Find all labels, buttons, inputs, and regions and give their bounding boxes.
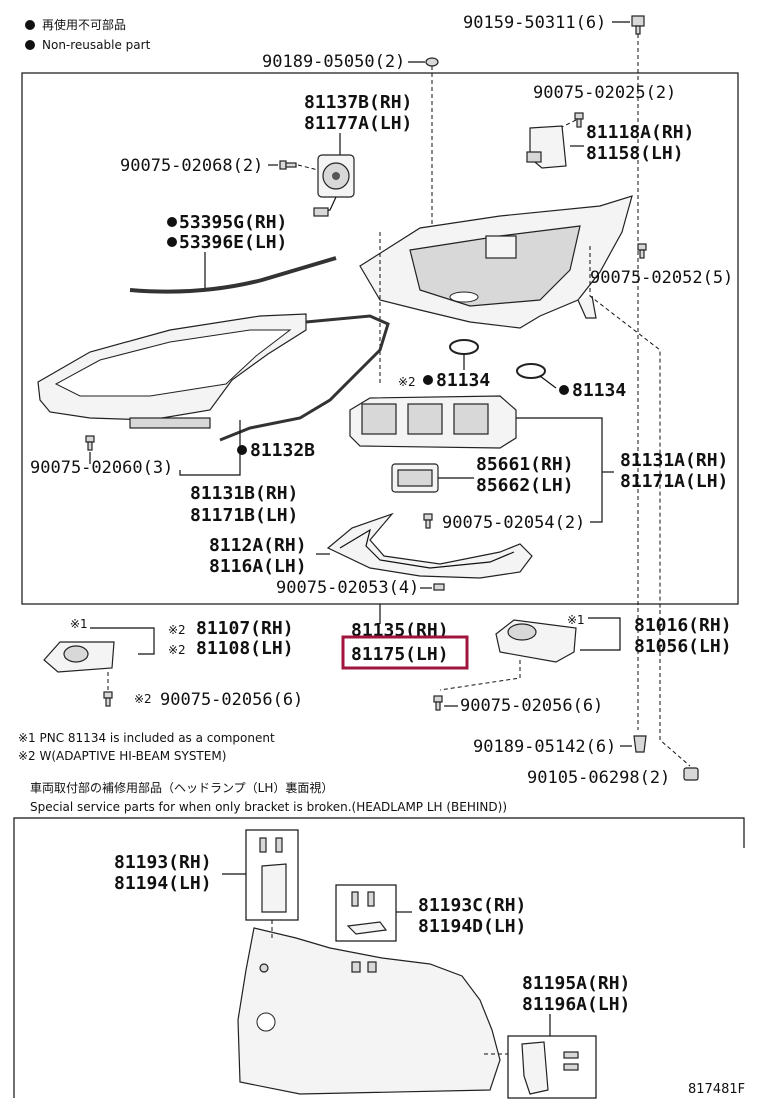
label-85661: 85661(RH)	[476, 454, 574, 475]
screw-icon	[423, 513, 433, 529]
label-90075-02052: 90075-02052(5)	[590, 268, 733, 288]
label-81108-prefix: ※2	[168, 643, 186, 657]
screw-icon	[574, 112, 584, 128]
nonreusable-dot-icon	[167, 237, 177, 247]
label-81193C: 81193C(RH)	[418, 895, 526, 916]
nut-icon	[683, 767, 699, 781]
bracket-part	[526, 125, 567, 169]
service-note-en: Special service parts for when only brac…	[30, 800, 507, 814]
bracket-part	[521, 1041, 579, 1095]
label-81177A: 81177A(LH)	[304, 113, 412, 134]
label-90075-02060: 90075-02060(3)	[30, 458, 173, 478]
label-81193: 81193(RH)	[114, 852, 212, 873]
nonreusable-dot-icon	[423, 375, 433, 385]
label-81016: 81016(RH)	[634, 615, 732, 636]
label-81118A: 81118A(RH)	[586, 122, 694, 143]
label-81195A: 81195A(RH)	[522, 973, 630, 994]
label-81108: 81108(LH)	[196, 638, 294, 659]
headlamp-lens-part	[37, 313, 390, 442]
label-x1-left: ※1	[70, 617, 88, 631]
label-90105-06298: 90105-06298(2)	[527, 768, 670, 788]
label-81196A: 81196A(LH)	[522, 994, 630, 1015]
nonreusable-dot-icon	[25, 40, 35, 50]
clip-icon	[425, 57, 439, 67]
service-note-jp: 車両取付部の補修用部品（ヘッドランプ（LH）裏面視）	[30, 780, 333, 795]
label-90159-50311: 90159-50311(6)	[463, 13, 606, 33]
projector-unit-part	[349, 395, 517, 449]
label-90075-02056-left: 90075-02056(6)	[160, 690, 303, 710]
nonreusable-dot-icon	[167, 217, 177, 227]
headlamp-housing-part	[359, 195, 633, 329]
fan-motor-part	[313, 154, 355, 217]
screw-icon	[85, 435, 95, 451]
label-81132B: 81132B	[250, 440, 315, 461]
nonreusable-dot-icon	[237, 445, 247, 455]
label-81056: 81056(LH)	[634, 636, 732, 657]
screw-icon	[433, 695, 443, 711]
screw-icon	[433, 583, 445, 591]
legend-nonreusable-en: Non-reusable part	[42, 38, 151, 52]
note-1: ※1 PNC 81134 is included as a component	[18, 731, 275, 745]
label-81131B: 81131B(RH)	[190, 483, 298, 504]
seal-strip-part	[129, 256, 337, 294]
label-90075-02056-left-prefix: ※2	[134, 692, 152, 706]
label-81194D: 81194D(LH)	[418, 916, 526, 937]
bracket-box-81195A	[507, 1035, 597, 1099]
control-module-part	[391, 463, 439, 493]
note-2: ※2 W(ADAPTIVE HI-BEAM SYSTEM)	[18, 749, 226, 763]
headlamp-rear-view-part	[237, 927, 501, 1095]
label-81134-prefix: ※2	[398, 375, 416, 389]
label-90075-02056-right: 90075-02056(6)	[460, 696, 603, 716]
legend-nonreusable-jp: 再使用不可部品	[42, 17, 126, 32]
label-90075-02054: 90075-02054(2)	[442, 513, 585, 533]
label-8116A: 8116A(LH)	[209, 556, 307, 577]
nonreusable-dot-icon	[559, 385, 569, 395]
label-x1-right: ※1	[567, 613, 585, 627]
oring-part	[449, 339, 479, 355]
bezel-part	[326, 512, 533, 579]
label-90075-02053: 90075-02053(4)	[276, 578, 419, 598]
ballast-part	[495, 619, 577, 663]
label-81131A: 81131A(RH)	[620, 450, 728, 471]
label-8112A: 8112A(RH)	[209, 535, 307, 556]
label-81171A: 81171A(LH)	[620, 471, 728, 492]
bracket-box-81193C	[335, 884, 397, 942]
label-90075-02025: 90075-02025(2)	[533, 83, 676, 103]
label-81134-a: 81134	[436, 370, 490, 391]
label-81137B: 81137B(RH)	[304, 92, 412, 113]
oring-part	[516, 363, 546, 379]
bolt-icon	[631, 15, 645, 35]
clip-icon	[633, 735, 647, 753]
label-81158: 81158(LH)	[586, 143, 684, 164]
label-90189-05050: 90189-05050(2)	[262, 52, 405, 72]
label-90075-02068: 90075-02068(2)	[120, 156, 263, 176]
level-sensor-part	[43, 641, 115, 673]
label-90189-05142: 90189-05142(6)	[473, 737, 616, 757]
bracket-part	[259, 837, 287, 913]
label-85662: 85662(LH)	[476, 475, 574, 496]
screw-icon	[637, 243, 647, 259]
label-81134-b: 81134	[572, 380, 626, 401]
service-parts-frame	[13, 817, 745, 1098]
label-81175[interactable]: 81175(LH)	[351, 644, 449, 665]
label-81107: 81107(RH)	[196, 618, 294, 639]
screw-icon	[279, 160, 297, 170]
screw-icon	[103, 691, 113, 707]
label-53395G: 53395G(RH)	[179, 212, 287, 233]
nonreusable-dot-icon	[25, 20, 35, 30]
label-81171B: 81171B(LH)	[190, 505, 298, 526]
figure-id: 817481F	[688, 1082, 745, 1097]
label-81194: 81194(LH)	[114, 873, 212, 894]
highlight-box[interactable]	[341, 635, 469, 670]
bracket-part	[346, 891, 388, 935]
label-53396E: 53396E(LH)	[179, 232, 287, 253]
label-81107-prefix: ※2	[168, 623, 186, 637]
